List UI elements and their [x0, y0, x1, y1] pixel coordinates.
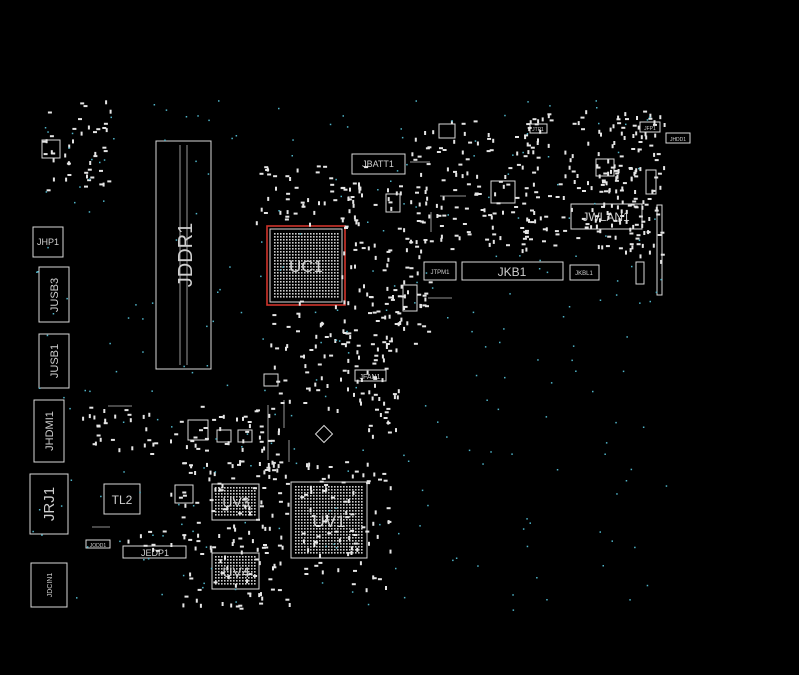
component-jhp1[interactable]: JHP1 [32, 226, 64, 258]
label-jkbl1: JKBL1 [575, 271, 593, 277]
label-jrj1: JRJ1 [41, 487, 58, 521]
component-jrj1[interactable]: JRJ1 [29, 473, 69, 535]
label-jusb3: JUSB3 [49, 278, 61, 312]
component-uv1[interactable]: UV1 [290, 481, 368, 559]
component-jedp1[interactable]: JEDP1 [122, 545, 187, 559]
label-uv4: UV4 [222, 564, 249, 580]
uv1-ball-grid [295, 486, 363, 554]
component-right-edge-connector [635, 169, 663, 296]
label-jtp1: JTP1 [532, 127, 544, 133]
component-uc1[interactable]: UC1 [266, 225, 346, 306]
component-uv3[interactable]: UV3 [211, 483, 260, 521]
slim-connectors [92, 161, 466, 528]
component-jhdmi1[interactable]: JHDMI1 [33, 399, 65, 463]
label-uv1: UV1 [312, 512, 345, 531]
label-jhdmi1: JHDMI1 [44, 411, 56, 451]
passive-component-pads [42, 100, 666, 610]
label-uv3: UV3 [222, 494, 249, 510]
small-ic-group [41, 123, 615, 504]
label-jtpm1: JTPM1 [430, 270, 450, 276]
component-jtpm1[interactable]: JTPM1 [423, 261, 457, 281]
component-jtp1[interactable]: JTP1 [529, 123, 548, 134]
label-jfan1: JFAN1 [359, 374, 380, 381]
label-jedp1: JEDP1 [141, 548, 169, 558]
label-jkb1: JKB1 [498, 265, 527, 279]
uv4-ball-grid [215, 556, 256, 585]
label-jwlan1: JWLAN1 [582, 210, 630, 224]
label-jdcin1: JDCIN1 [47, 573, 54, 598]
component-jkb1[interactable]: JKB1 [461, 261, 564, 281]
label-jhp1: JHP1 [37, 237, 59, 247]
label-jbatt1: JBATT1 [362, 159, 394, 169]
component-tl2[interactable]: TL2 [103, 483, 141, 515]
component-jkbl1[interactable]: JKBL1 [569, 264, 600, 281]
via-dots [32, 100, 668, 611]
component-uv4[interactable]: UV4 [211, 552, 260, 590]
label-jusb1: JUSB1 [49, 344, 61, 378]
component-jbatt1[interactable]: JBATT1 [351, 153, 406, 175]
label-jhdd1: JHDD1 [670, 137, 686, 143]
uc1-ball-grid [274, 233, 339, 298]
label-jfp1: JFP1 [644, 126, 656, 132]
label-jddr1: JDDR1 [175, 223, 197, 287]
label-jodd1: JODD1 [90, 543, 107, 549]
component-jfan1[interactable]: JFAN1 [354, 369, 387, 382]
component-jhdd1[interactable]: JHDD1 [665, 132, 691, 144]
component-jwlan1[interactable]: JWLAN1 [570, 203, 643, 230]
component-jddr1[interactable]: JDDR1 [155, 140, 212, 370]
component-jfp1[interactable]: JFP1 [639, 121, 661, 133]
component-jdcin1[interactable]: JDCIN1 [30, 562, 68, 608]
component-jusb1[interactable]: JUSB1 [38, 333, 70, 389]
label-uc1: UC1 [289, 257, 323, 276]
component-jusb3[interactable]: JUSB3 [38, 266, 70, 323]
uv3-ball-grid [215, 487, 256, 516]
component-jodd1[interactable]: JODD1 [85, 539, 111, 549]
label-tl2: TL2 [112, 493, 133, 507]
